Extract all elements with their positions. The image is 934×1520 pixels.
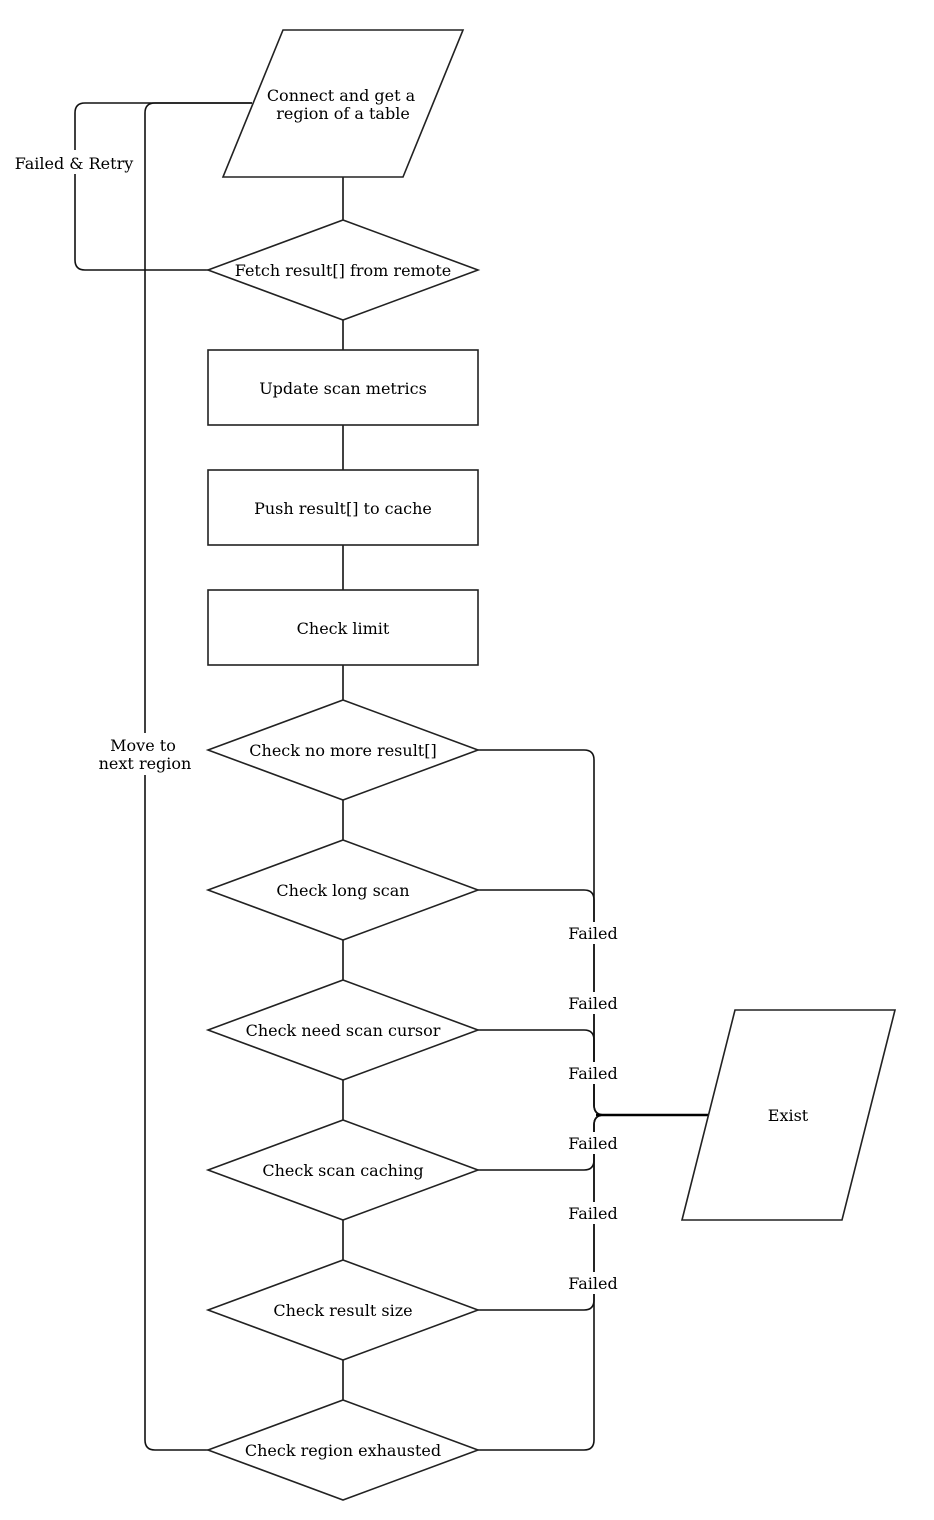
update-metrics-label: Update scan metrics <box>259 379 427 398</box>
failed-edges <box>478 749 709 1451</box>
node-check-caching: Check scan caching <box>205 1119 481 1221</box>
node-connect: Connect and get a region of a table <box>221 29 465 178</box>
failed-retry-label-bg <box>18 150 132 174</box>
failed-labels: Failed Failed Failed Failed Failed Faile… <box>568 922 620 1294</box>
check-limit-box <box>207 589 479 666</box>
failed-label-4: Failed <box>568 1134 618 1153</box>
node-push-cache: Push result[] to cache <box>207 469 479 546</box>
connect-label-line1: Connect and get a <box>267 86 416 105</box>
check-limit-label: Check limit <box>297 619 390 638</box>
edge-move-next-region-loop <box>144 102 252 1451</box>
node-check-region-exhausted: Check region exhausted <box>205 1399 481 1501</box>
node-check-result-size: Check result size <box>205 1259 481 1361</box>
failed-label-1: Failed <box>568 924 618 943</box>
check-long-scan-diamond <box>205 839 481 941</box>
check-caching-diamond <box>205 1119 481 1221</box>
node-update-metrics: Update scan metrics <box>207 349 479 426</box>
failed-label-bg-3 <box>568 1062 620 1084</box>
check-region-exhausted-diamond <box>205 1399 481 1501</box>
check-region-exhausted-label: Check region exhausted <box>245 1441 441 1460</box>
check-result-size-diamond <box>205 1259 481 1361</box>
move-next-region-label-line1: Move to <box>110 736 176 755</box>
check-need-cursor-label: Check need scan cursor <box>246 1021 441 1040</box>
check-no-more-diamond <box>205 699 481 801</box>
node-check-long-scan: Check long scan <box>205 839 481 941</box>
failed-label-bg-4 <box>568 1132 620 1154</box>
move-next-region-label-line2: next region <box>99 754 192 773</box>
connect-label-line2: region of a table <box>276 104 410 123</box>
node-check-limit: Check limit <box>207 589 479 666</box>
check-result-size-label: Check result size <box>273 1301 412 1320</box>
edge-failed-retry-loop <box>74 102 252 271</box>
update-metrics-box <box>207 349 479 426</box>
check-no-more-label: Check no more result[] <box>249 741 436 760</box>
edge-label-failed-retry: Failed & Retry <box>15 150 134 174</box>
exit-parallelogram <box>680 1009 897 1221</box>
failed-label-bg-6 <box>568 1272 620 1294</box>
check-long-scan-label: Check long scan <box>276 881 409 900</box>
failed-label-2: Failed <box>568 994 618 1013</box>
move-next-region-label-bg <box>102 733 190 775</box>
node-check-no-more: Check no more result[] <box>205 699 481 801</box>
failed-label-6: Failed <box>568 1274 618 1293</box>
failed-label-bg-1 <box>568 922 620 944</box>
failed-label-3: Failed <box>568 1064 618 1083</box>
failed-label-bg-5 <box>568 1202 620 1224</box>
failed-retry-label: Failed & Retry <box>15 154 134 173</box>
failed-label-5: Failed <box>568 1204 618 1223</box>
node-fetch: Fetch result[] from remote <box>205 219 481 321</box>
exit-label: Exist <box>768 1106 809 1125</box>
connect-parallelogram <box>221 29 465 178</box>
node-check-need-cursor: Check need scan cursor <box>205 979 481 1081</box>
fetch-diamond <box>205 219 481 321</box>
failed-label-bg-2 <box>568 992 620 1014</box>
push-cache-label: Push result[] to cache <box>254 499 432 518</box>
node-exit: Exist <box>680 1009 897 1221</box>
push-cache-box <box>207 469 479 546</box>
check-need-cursor-diamond <box>205 979 481 1081</box>
fetch-label: Fetch result[] from remote <box>235 261 452 280</box>
edge-label-move-next-region: Move to next region <box>99 733 192 775</box>
check-caching-label: Check scan caching <box>262 1161 423 1180</box>
